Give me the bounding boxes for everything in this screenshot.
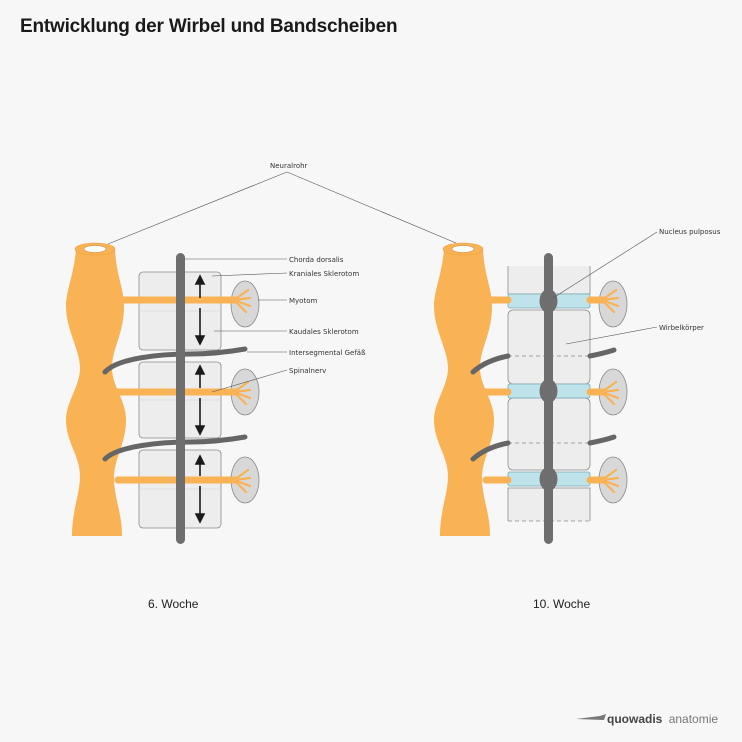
neural-tube-right	[434, 249, 494, 536]
notochord-left	[176, 253, 185, 544]
brand-suffix: anatomie	[669, 712, 719, 726]
caption-week6: 6. Woche	[148, 597, 199, 611]
neural-tube-left	[66, 249, 126, 536]
label-wirbelkoerper: Wirbelkörper	[659, 324, 704, 332]
scalpel-icon	[576, 714, 606, 720]
nucleus-pulposus-3	[539, 467, 558, 491]
label-kraniales-sklerotom: Kraniales Sklerotom	[289, 270, 359, 278]
nucleus-pulposus-2	[539, 379, 558, 403]
page-title: Entwicklung der Wirbel und Bandscheiben	[20, 16, 398, 37]
label-intersegmental-gefaess: Intersegmental Gefäß	[289, 349, 366, 357]
week10-panel	[434, 242, 628, 544]
label-neuralrohr: Neuralrohr	[270, 162, 308, 170]
caption-week10: 10. Woche	[533, 597, 590, 611]
brand-logo: quowadis anatomie	[576, 712, 718, 726]
label-spinalnerv: Spinalnerv	[289, 367, 326, 375]
week6-panel	[66, 242, 260, 544]
label-kaudales-sklerotom: Kaudales Sklerotom	[289, 328, 359, 336]
brand-name: quowadis	[607, 712, 663, 726]
label-myotom: Myotom	[289, 297, 317, 305]
label-chorda-dorsalis: Chorda dorsalis	[289, 256, 344, 264]
svg-text:quowadis anatomie: quowadis anatomie	[607, 712, 718, 726]
nucleus-pulposus-1	[539, 289, 558, 313]
label-nucleus-pulposus: Nucleus pulposus	[659, 228, 721, 236]
